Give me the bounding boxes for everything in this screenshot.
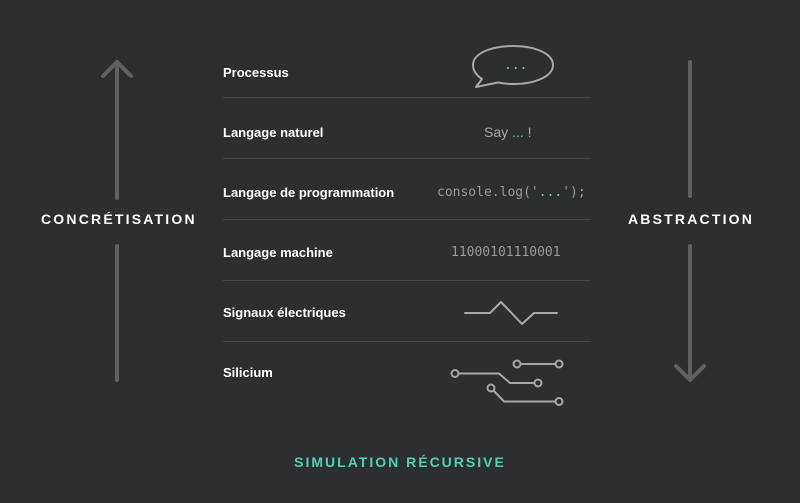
layer-row-silicium: Silicium [223, 342, 591, 402]
layer-row-processus: Processus [223, 42, 591, 102]
natural-language-text: Say ... ! [484, 124, 531, 140]
concretisation-label: CONCRÉTISATION [41, 211, 197, 227]
right-arrow-down-icon [674, 60, 706, 382]
layer-label: Signaux électriques [223, 305, 346, 320]
code-suffix: '); [562, 185, 586, 200]
row-divider [223, 219, 591, 220]
layer-label: Processus [223, 65, 289, 80]
row-divider [223, 280, 591, 281]
say-ellipsis: ... [512, 124, 524, 140]
circuit-traces-icon [450, 359, 564, 406]
row-divider [223, 158, 591, 159]
layer-label: Langage machine [223, 245, 333, 260]
abstraction-label: ABSTRACTION [628, 211, 755, 227]
speech-bubble-icon [472, 45, 554, 88]
say-suffix: ! [523, 124, 532, 140]
layer-label: Langage naturel [223, 125, 324, 140]
code-ellipsis: ... [538, 185, 563, 200]
layer-label: Langage de programmation [223, 185, 395, 200]
layer-row-langage-machine: Langage machine [223, 222, 591, 282]
machine-binary: 11000101110001 [451, 245, 561, 260]
code-prefix: console.log(' [437, 185, 539, 200]
bubble-ellipsis: ... [504, 58, 528, 73]
say-prefix: Say [484, 124, 513, 140]
layer-row-signaux-electriques: Signaux électriques [223, 282, 591, 342]
layer-row-langage-naturel: Langage naturel [223, 102, 591, 162]
row-divider [223, 341, 591, 342]
signal-waveform-icon [464, 301, 558, 325]
layer-row-langage-programmation: Langage de programmation [223, 162, 591, 222]
left-arrow-up-icon [101, 60, 133, 382]
layer-label: Silicium [223, 365, 273, 380]
row-divider [223, 97, 591, 98]
programming-code: console.log('...'); [437, 185, 586, 200]
footer-title: SIMULATION RÉCURSIVE [294, 454, 506, 470]
